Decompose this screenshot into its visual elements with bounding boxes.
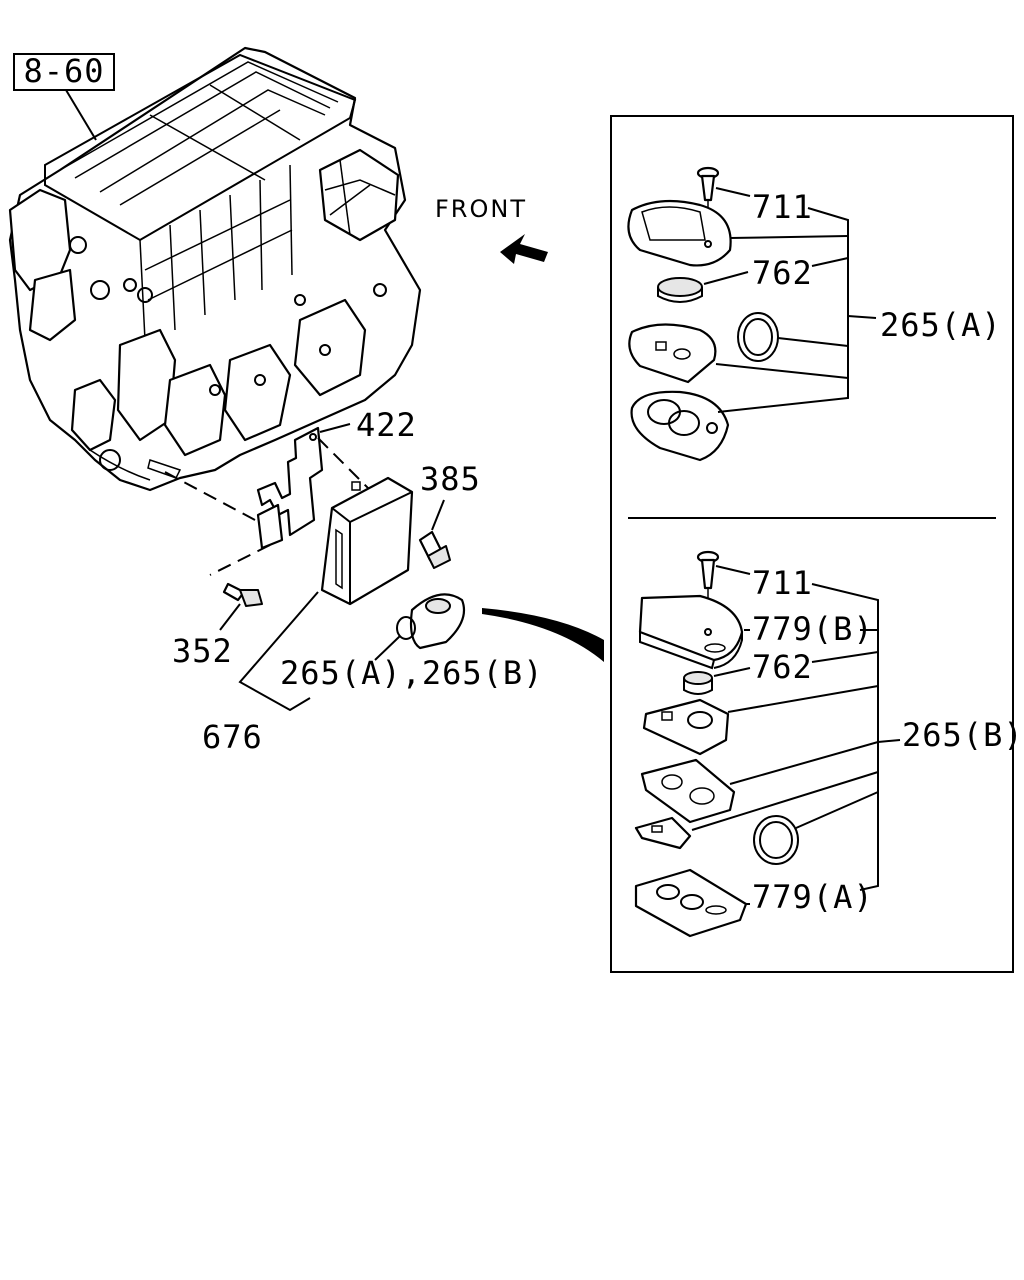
lower-case-a[interactable]: [630, 390, 730, 462]
leader-265: [374, 635, 401, 661]
front-label: FRONT: [435, 195, 527, 223]
inset-frame: [610, 115, 1014, 973]
leader-676: [238, 591, 319, 712]
key-fob[interactable]: [396, 593, 466, 650]
key-ring-b[interactable]: [753, 815, 799, 865]
label-385: 385: [420, 460, 481, 498]
heater-unit: [8, 46, 422, 492]
reference-leader: [65, 89, 97, 141]
callout-arrow: [482, 608, 604, 662]
reference-label: 8-60: [23, 52, 104, 90]
screw-352[interactable]: [222, 582, 263, 607]
label-762-b: 762: [752, 648, 813, 686]
leader-385: [431, 499, 445, 531]
bracket-422[interactable]: [256, 426, 324, 550]
mount-dashed-line: [164, 471, 256, 521]
label-711-a: 711: [752, 188, 813, 226]
label-352: 352: [172, 632, 233, 670]
label-265a: 265(A): [880, 306, 1002, 344]
label-676: 676: [202, 718, 263, 756]
battery-762-a[interactable]: [657, 277, 703, 303]
contact-plate-b[interactable]: [634, 816, 692, 850]
label-779a: 779(A): [752, 878, 874, 916]
inset-a: 711 762: [627, 166, 1002, 462]
label-779b: 779(B): [752, 610, 874, 648]
control-unit-676[interactable]: [320, 476, 414, 606]
label-762-a: 762: [752, 254, 813, 292]
key-ring-a[interactable]: [737, 312, 779, 362]
lower-case-b[interactable]: [634, 868, 748, 938]
label-265: 265(A),265(B): [280, 654, 543, 692]
inset-b: 711 779(B) 762: [634, 550, 1024, 938]
leader-422: [319, 423, 351, 433]
upper-case-a[interactable]: [627, 199, 732, 267]
battery-762-b[interactable]: [683, 671, 713, 695]
inner-frame-b[interactable]: [640, 758, 736, 824]
switch-holder-b[interactable]: [642, 698, 730, 756]
screw-dashed-line: [209, 544, 271, 576]
inner-frame-a[interactable]: [628, 323, 717, 384]
label-422: 422: [356, 406, 417, 444]
leader-352: [219, 603, 241, 631]
front-arrow-icon: [500, 234, 548, 264]
label-265b: 265(B): [902, 716, 1024, 754]
reference-box[interactable]: 8-60: [13, 52, 115, 91]
bolt-385[interactable]: [418, 530, 451, 569]
label-711-b: 711: [752, 564, 813, 602]
upper-case-b[interactable]: [638, 594, 744, 670]
